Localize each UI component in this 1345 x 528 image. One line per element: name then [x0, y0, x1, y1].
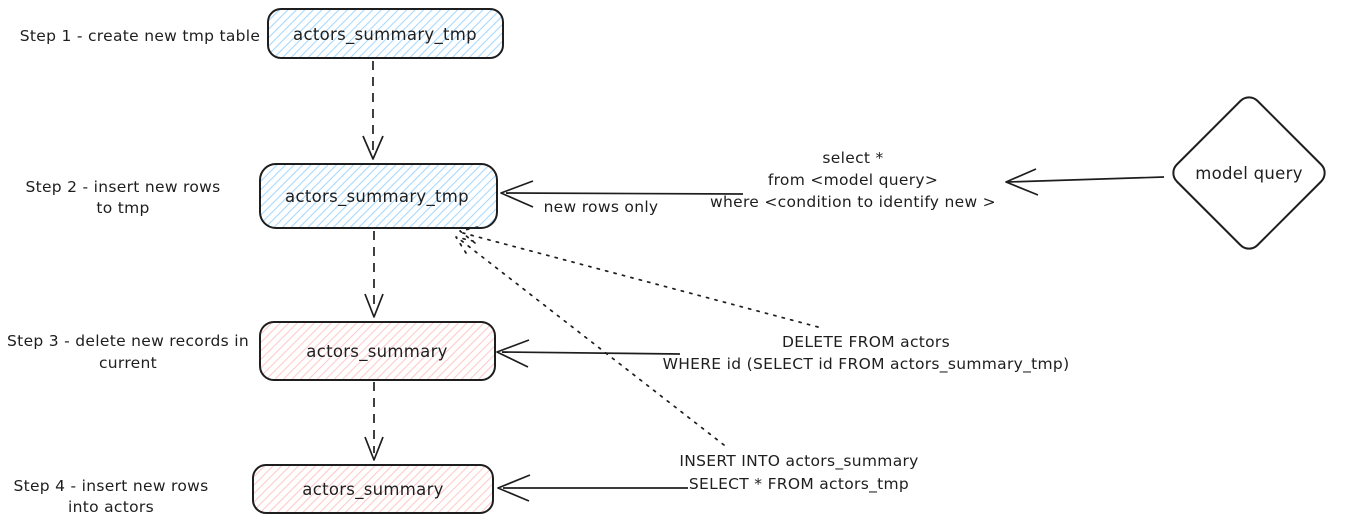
step2-label: Step 2 - insert new rows to tmp	[25, 178, 220, 217]
step2-table-box-label: actors_summary_tmp	[285, 187, 469, 207]
step2-label-line2: to tmp	[96, 199, 149, 217]
step3-table-node: actors_summary	[259, 321, 496, 381]
arrow-model-query-to-select-line	[1007, 176, 1165, 183]
step1-label: Step 1 - create new tmp table	[20, 27, 261, 45]
arrow-insert-to-step4	[497, 474, 688, 502]
select-query-line2: from <model query>	[768, 171, 938, 189]
step3-label: Step 3 - delete new records in current	[7, 332, 249, 372]
step3-label-line2: current	[99, 354, 157, 372]
arrow-select-to-step2-head	[500, 180, 534, 208]
arrow-step2-to-step3-head	[364, 293, 384, 318]
arrow-delete-to-step3	[496, 339, 681, 368]
dotted-arrow-insert-to-tmp-line	[457, 237, 725, 446]
step4-label: Step 4 - insert new rows into actors	[13, 477, 208, 516]
step2-table-node: actors_summary_tmp	[259, 163, 498, 229]
arrow-delete-to-step3-line	[501, 351, 681, 355]
arrow-delete-to-step3-head	[496, 339, 530, 368]
arrow-model-query-to-select-head	[1005, 168, 1039, 196]
step2-label-line1: Step 2 - insert new rows	[25, 178, 220, 196]
arrow-model-query-to-select	[1005, 168, 1165, 196]
step4-label-line2: into actors	[68, 498, 154, 516]
insert-query-line1: INSERT INTO actors_summary	[679, 452, 918, 471]
arrow-step3-to-step4	[364, 382, 384, 461]
step3-table-box-label: actors_summary	[306, 342, 447, 362]
insert-query-line2: SELECT * FROM actors_tmp	[689, 475, 909, 494]
new-rows-only-label: new rows only	[544, 198, 659, 216]
dotted-arrow-insert-to-tmp	[455, 236, 725, 446]
step1-table-box-label: actors_summary_tmp	[293, 25, 477, 45]
step4-label-line1: Step 4 - insert new rows	[13, 477, 208, 495]
step4-table-box	[252, 464, 494, 514]
model-query-diamond	[1172, 96, 1326, 250]
select-query-line1: select *	[822, 149, 883, 167]
arrow-step3-to-step4-head	[364, 436, 384, 461]
arrow-step1-to-step2	[362, 61, 384, 160]
select-query-text: select * from <model query> where <condi…	[710, 149, 996, 211]
step4-table-box-label: actors_summary	[302, 480, 443, 500]
model-query-node: model query	[1172, 96, 1326, 250]
delete-query-line2: WHERE id (SELECT id FROM actors_summary_…	[663, 355, 1070, 374]
step1-label-line1: Step 1 - create new tmp table	[20, 27, 261, 45]
arrow-select-to-step2-line	[505, 192, 744, 195]
insert-query-text: INSERT INTO actors_summary SELECT * FROM…	[679, 452, 918, 494]
step1-table-node: actors_summary_tmp	[267, 8, 504, 59]
dotted-arrow-insert-to-tmp-head	[455, 236, 474, 254]
step3-table-box	[259, 321, 496, 381]
dotted-arrow-delete-to-tmp-head	[459, 226, 479, 244]
arrow-select-to-step2: new rows only	[500, 180, 744, 216]
step4-table-node: actors_summary	[252, 464, 494, 514]
arrow-step1-to-step2-head	[362, 135, 384, 160]
delete-query-line1: DELETE FROM actors	[782, 333, 950, 351]
arrow-step2-to-step3	[364, 231, 384, 318]
step3-label-line1: Step 3 - delete new records in	[7, 332, 249, 350]
dotted-arrow-delete-to-tmp-line	[462, 232, 819, 328]
model-query-label: model query	[1195, 164, 1303, 183]
step1-table-box	[267, 8, 504, 59]
arrow-insert-to-step4-head	[497, 474, 531, 502]
delete-query-text: DELETE FROM actors WHERE id (SELECT id F…	[663, 333, 1070, 374]
dotted-arrow-delete-to-tmp	[459, 226, 819, 328]
select-query-line3: where <condition to identify new >	[710, 193, 996, 211]
step2-table-box	[259, 163, 498, 229]
